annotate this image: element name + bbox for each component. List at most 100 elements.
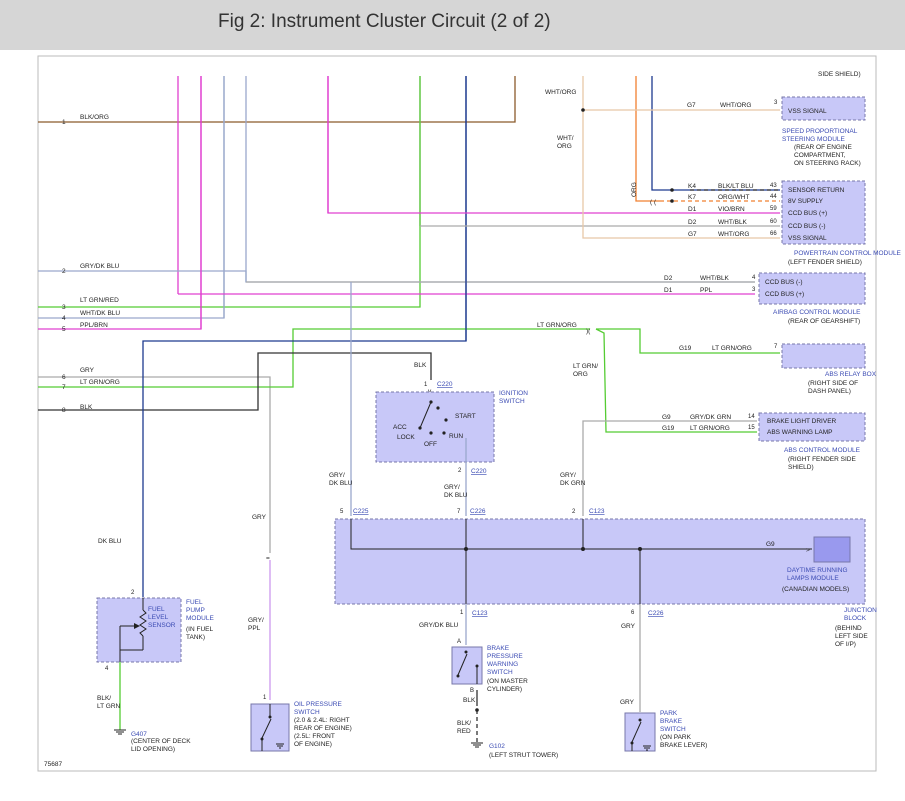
svg-text:BLK: BLK [414,362,427,369]
acm-row-label: CCD BUS (-) [765,279,803,286]
svg-text:C123: C123 [589,508,605,515]
svg-text:BLK: BLK [463,697,476,704]
svg-text:GRY: GRY [252,514,267,521]
figure-title: Fig 2: Instrument Cluster Circuit (2 of … [218,11,551,32]
wire-wht-org-vss [582,76,780,239]
svg-text:RUN: RUN [449,433,463,440]
svg-text:BLK: BLK [80,404,93,411]
svg-text:G19: G19 [679,345,692,352]
svg-text:(REAR OF GEARSHIFT): (REAR OF GEARSHIFT) [788,318,860,325]
svg-text:G407: G407 [131,731,147,738]
svg-text:LT GRN/ORG: LT GRN/ORG [537,322,577,329]
svg-text:GRY/DK BLU: GRY/DK BLU [329,472,353,487]
svg-text:7: 7 [774,344,778,350]
wire-dk-blu [142,76,467,597]
top-cut-text: SIDE SHIELD) [818,71,861,78]
svg-text:3: 3 [62,304,66,311]
left-pin-7: 7LT GRN/ORG [62,379,120,391]
figure-number: 75687 [44,761,62,768]
wire-gry-dkgrn [582,420,757,516]
svg-text:4: 4 [105,666,109,672]
acm-row-circuit: D1 [664,287,673,294]
svg-text:1: 1 [424,382,428,388]
pcm-row-circuit: K4 [688,183,696,190]
svg-text:(LEFT FENDER SHIELD): (LEFT FENDER SHIELD) [788,259,862,266]
svg-text:6: 6 [631,610,635,616]
svg-text:(LEFT STRUT TOWER): (LEFT STRUT TOWER) [489,752,558,759]
pcm-row-wire: ORG/WHT [718,194,749,201]
svg-text:2: 2 [131,590,135,596]
abs-row-label: ABS WARNING LAMP [767,429,833,436]
fuel-pump-box [96,597,182,663]
pcm-row-pin: 60 [770,219,777,225]
fuel-level-sensor-icon [119,598,147,662]
svg-text:2: 2 [572,509,576,515]
svg-text:A: A [457,639,461,645]
drl-module-box [813,536,851,563]
svg-text:WHT/DK BLU: WHT/DK BLU [80,310,120,317]
svg-text:1: 1 [460,610,464,616]
pcm-row-circuit: G7 [688,231,697,238]
wire-org-wht [635,76,660,202]
svg-text:BLK/LT GRN: BLK/LT GRN [97,695,121,710]
svg-text:ABS CONTROL MODULE: ABS CONTROL MODULE [784,447,861,454]
left-pin-6: 6 GRY [62,367,95,381]
svg-text:C225: C225 [353,508,369,515]
svg-text:WHT/ORG: WHT/ORG [720,102,751,109]
svg-text:GRY: GRY [80,367,95,374]
ground-icon [114,729,126,735]
wire-lt-grn-red [38,76,421,308]
svg-text:8: 8 [62,407,66,414]
svg-text:START: START [455,413,476,420]
acm-row-wire: PPL [700,287,713,294]
svg-text:C220: C220 [471,468,487,475]
svg-text:C226: C226 [470,508,486,515]
pcm-row-pin: 59 [770,206,777,212]
svg-text:>: > [806,547,810,554]
junction-block-box [334,518,866,605]
wire-vio-brn [327,76,780,214]
svg-text:6: 6 [62,374,66,381]
abs-row-pin: 14 [748,414,755,420]
svg-text:LT GRN/RED: LT GRN/RED [80,297,119,304]
svg-text:GRY: GRY [620,699,635,706]
pcm-box [781,180,866,245]
pcm-row-pin: 44 [770,194,777,200]
left-pin-3: 3 LT GRN/RED [62,297,119,311]
pcm-row-pin: 43 [770,183,777,189]
switch-icon [260,704,284,751]
svg-text:ORG: ORG [631,182,638,197]
wire-blk-org [38,76,516,123]
acm-row-pin: 3 [752,287,756,293]
svg-text:2: 2 [458,468,462,474]
switch-icon [630,718,651,751]
wire-gry-pin6 [38,376,271,553]
pcm-row-label: VSS SIGNAL [788,235,827,242]
svg-text:v: v [428,388,432,395]
svg-text:GRY/PPL: GRY/PPL [248,617,264,632]
svg-text:LT GRN/ORG: LT GRN/ORG [712,345,752,352]
abs-row-circuit: G19 [662,425,675,432]
pcm-row-label: CCD BUS (+) [788,210,827,217]
ignition-switch-box [375,391,495,463]
vss-block: WHT/ORG WHT/ORG G7 WHT/ORG 3 VSS SIGNAL … [545,89,866,167]
wire-blk-pin8 [38,352,432,411]
acm-row-pin: 4 [752,275,756,281]
pcm-row-wire: VIO/BRN [718,206,745,213]
